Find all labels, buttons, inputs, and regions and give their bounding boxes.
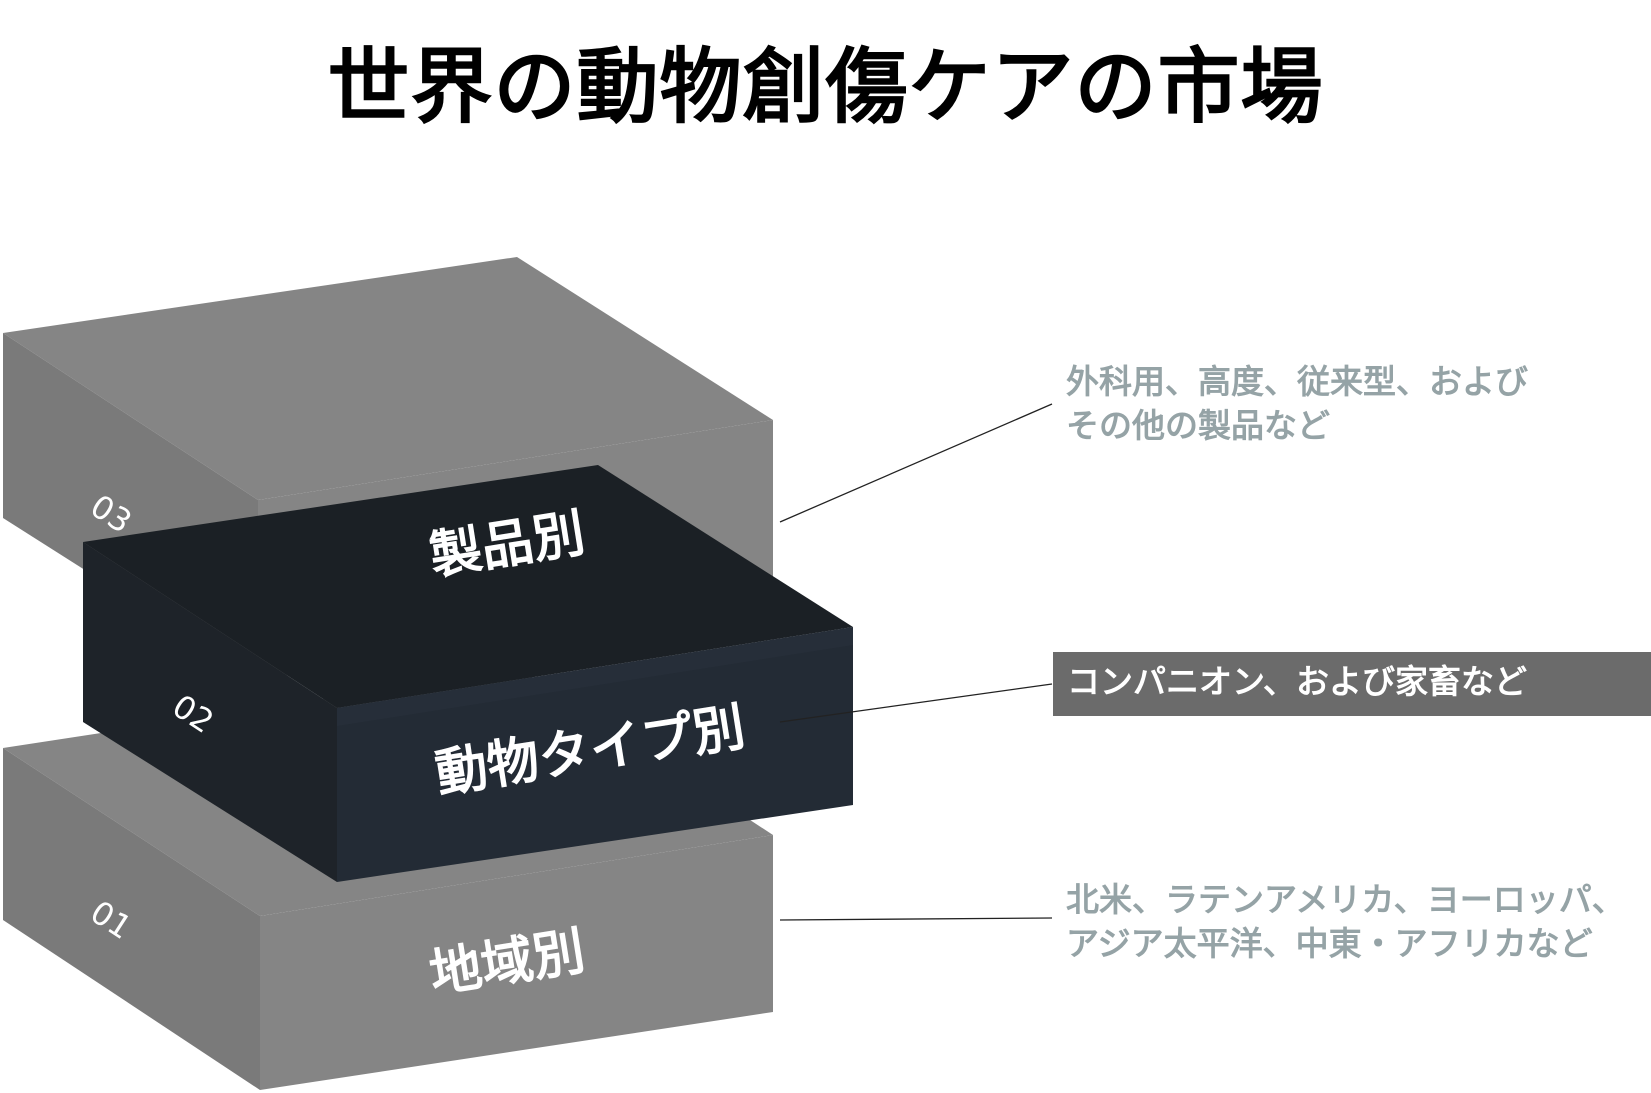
- layer-01-description: 北米、ラテンアメリカ、ヨーロッパ、 アジア太平洋、中東・アフリカなど: [1066, 878, 1625, 966]
- layer-03-description-line-2: その他の製品など: [1066, 406, 1330, 445]
- layer-02-top-edge-highlight: [337, 627, 853, 726]
- layer-01-front-face: [260, 835, 773, 1090]
- layer-01-left-face: [3, 748, 260, 1090]
- layer-02-description-box: コンパニオン、および家畜など: [1053, 652, 1651, 716]
- leader-line-01: [779, 917, 1053, 921]
- layer-01-description-line-2: アジア太平洋、中東・アフリカなど: [1066, 924, 1593, 963]
- layer-02-top-face: [83, 465, 853, 708]
- leader-line-02: [779, 683, 1053, 723]
- layer-03-top-face: [3, 257, 773, 500]
- page-title: 世界の動物創傷ケアの市場: [327, 40, 1324, 135]
- layer-02-left-face: [83, 542, 337, 882]
- layer-03-description: 外科用、高度、従来型、および その他の製品など: [1066, 360, 1528, 448]
- layer-02-block: [83, 465, 853, 882]
- leader-line-03: [779, 403, 1053, 523]
- layer-02-description-line-1: コンパニオン、および家畜など: [1067, 662, 1528, 701]
- layer-01-description-line-1: 北米、ラテンアメリカ、ヨーロッパ、: [1066, 880, 1625, 919]
- layer-03-description-line-1: 外科用、高度、従来型、および: [1066, 362, 1528, 401]
